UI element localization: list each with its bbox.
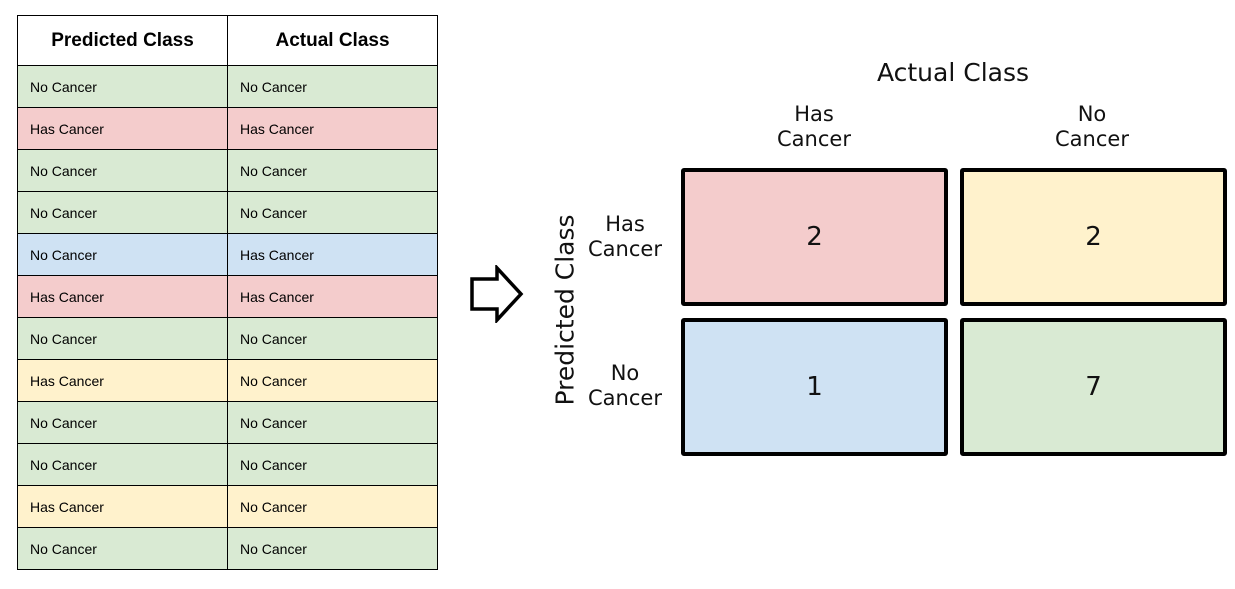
predicted-cell: No Cancer	[17, 233, 228, 276]
actual-cell: No Cancer	[227, 485, 438, 528]
cell-false-positive: 2	[960, 168, 1227, 306]
row-header-line: Has	[605, 212, 645, 236]
column-header-line: Cancer	[777, 127, 851, 151]
actual-cell: Has Cancer	[227, 233, 438, 276]
actual-cell: No Cancer	[227, 317, 438, 360]
predicted-class-header: Predicted Class	[17, 15, 228, 66]
row-header-no-cancer: No Cancer	[570, 361, 680, 411]
predicted-cell: Has Cancer	[17, 359, 228, 402]
matrix-title: Actual Class	[876, 58, 1030, 87]
actual-class-header: Actual Class	[227, 15, 438, 66]
actual-cell: No Cancer	[227, 527, 438, 570]
predicted-cell: No Cancer	[17, 527, 228, 570]
column-header-has-cancer: Has Cancer	[734, 102, 894, 152]
predicted-cell: Has Cancer	[17, 107, 228, 150]
predicted-cell: No Cancer	[17, 149, 228, 192]
column-header-no-cancer: No Cancer	[1012, 102, 1172, 152]
column-header-line: Cancer	[1055, 127, 1129, 151]
actual-cell: No Cancer	[227, 359, 438, 402]
table-header-row: Predicted Class Actual Class	[17, 15, 438, 66]
predicted-cell: No Cancer	[17, 65, 228, 108]
predicted-cell: Has Cancer	[17, 485, 228, 528]
predicted-cell: No Cancer	[17, 191, 228, 234]
predicted-cell: No Cancer	[17, 317, 228, 360]
actual-cell: Has Cancer	[227, 107, 438, 150]
predicted-cell: No Cancer	[17, 443, 228, 486]
predicted-cell: Has Cancer	[17, 275, 228, 318]
row-header-line: No	[610, 361, 640, 385]
actual-cell: No Cancer	[227, 191, 438, 234]
row-header-line: Cancer	[588, 237, 662, 261]
row-header-line: Cancer	[588, 386, 662, 410]
actual-cell: No Cancer	[227, 149, 438, 192]
cell-false-negative: 1	[681, 318, 948, 456]
cell-true-positive: 2	[681, 168, 948, 306]
actual-cell: No Cancer	[227, 443, 438, 486]
row-header-has-cancer: Has Cancer	[570, 212, 680, 262]
predicted-cell: No Cancer	[17, 401, 228, 444]
actual-cell: No Cancer	[227, 401, 438, 444]
column-header-line: Has	[794, 102, 834, 126]
actual-cell: Has Cancer	[227, 275, 438, 318]
cell-true-negative: 7	[960, 318, 1227, 456]
column-header-line: No	[1077, 102, 1107, 126]
actual-cell: No Cancer	[227, 65, 438, 108]
right-arrow-outline-icon	[470, 265, 524, 323]
